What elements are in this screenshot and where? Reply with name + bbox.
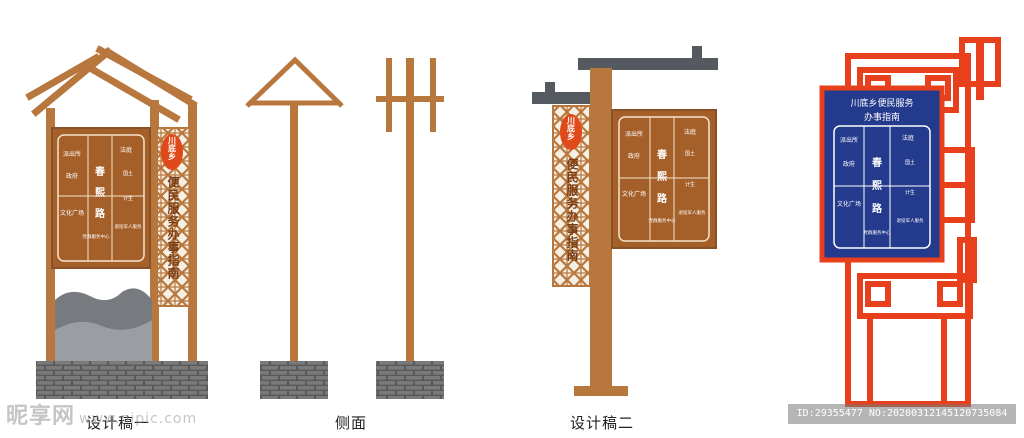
d1-road-1: 春	[95, 165, 105, 178]
d2-label-center: 党群服务中心	[649, 217, 676, 224]
design-one-gateway-sign: 派出所 法庭 政府 春 熙 路 文化广场 国土 计生 党群服务中心 退役军人服务…	[25, 45, 208, 399]
d2-road-1: 春	[657, 148, 667, 161]
design-one-brick-base	[36, 361, 208, 399]
d2-label-misc: 退役军人服务	[679, 209, 706, 216]
d3-label-land: 国土	[905, 159, 915, 166]
side-view-roof-frame	[245, 56, 344, 399]
side-view-brick-base-2	[376, 361, 444, 399]
d1-label-plan: 计生	[123, 195, 133, 202]
d2-label-court: 法庭	[684, 128, 696, 136]
caption-design-one: 设计稿一	[86, 414, 151, 432]
d3-road-1: 春	[872, 156, 882, 169]
d3-title-line1: 川底乡便民服务	[850, 97, 913, 109]
d1-label-center: 党群服务中心	[83, 233, 110, 240]
d2-road-3: 路	[657, 192, 668, 205]
d2-brand: 川底乡	[567, 116, 576, 140]
side-view-brick-base-1	[260, 361, 328, 399]
caption-side-view: 侧面	[335, 414, 368, 432]
d2-label-land: 国土	[685, 150, 695, 157]
design-one-map-board	[51, 127, 151, 269]
design-three-blue-board	[819, 85, 945, 263]
design-two-map-board	[611, 109, 717, 249]
design-one-roof	[25, 45, 198, 123]
d1-brand: 川底乡	[168, 136, 177, 160]
d3-label-misc: 退役军人服务	[897, 217, 924, 224]
d3-title-line2: 办事指南	[864, 111, 900, 123]
d3-label-police: 派出所	[840, 136, 858, 144]
design-two-hanging-sign: 川底乡 便民服务办事指南 派出所 法庭 政府 春 熙 路 文化广场 国土 计生 …	[532, 46, 718, 396]
d1-label-land: 国土	[123, 170, 133, 177]
d1-label-court: 法庭	[120, 146, 132, 154]
d2-label-gov: 政府	[628, 152, 640, 160]
d3-label-square: 文化广场	[837, 200, 861, 208]
watermark-url: www.nipic.com	[79, 411, 198, 427]
d3-road-3: 路	[872, 202, 883, 215]
image-id-bar: ID:29355477 NO:20200312145120735084	[788, 404, 1016, 424]
d1-label-square: 文化广场	[60, 209, 84, 217]
d1-label-gov: 政府	[66, 172, 78, 180]
watermark-logo-text: 昵享网	[6, 404, 76, 429]
d2-label-police: 派出所	[625, 130, 643, 138]
d1-road-2: 熙	[95, 187, 105, 199]
side-view-post-frame	[376, 58, 444, 399]
d3-road-2: 熙	[872, 180, 882, 192]
d2-label-plan: 计生	[685, 181, 695, 188]
d2-label-square: 文化广场	[622, 190, 646, 198]
d3-label-plan: 计生	[905, 189, 915, 196]
caption-design-two: 设计稿二	[570, 414, 635, 432]
d3-label-center: 党群服务中心	[864, 229, 891, 236]
d3-label-gov: 政府	[843, 160, 855, 168]
d1-vertical-title: 便民服务办事指南	[166, 175, 180, 280]
d2-road-2: 熙	[657, 171, 667, 183]
d1-label-police: 派出所	[63, 150, 81, 158]
d2-vertical-title: 便民服务办事指南	[565, 157, 579, 262]
d1-road-3: 路	[95, 207, 106, 220]
d3-label-court: 法庭	[902, 134, 914, 142]
d1-label-misc: 退役军人服务	[115, 223, 142, 230]
